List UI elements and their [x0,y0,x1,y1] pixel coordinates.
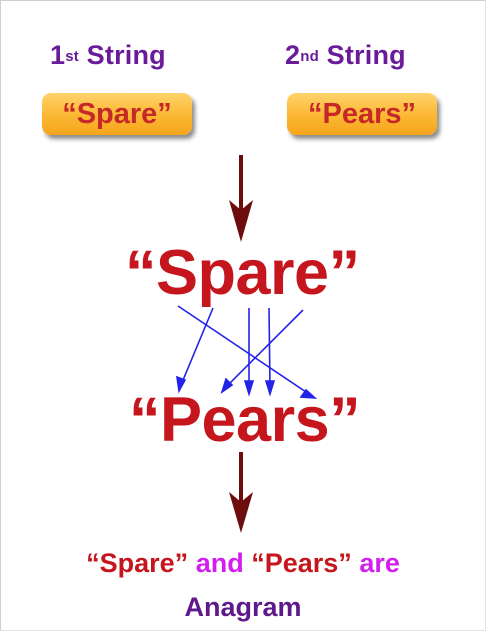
result-word-spare: “Spare” [86,548,189,578]
second-string-pill: “Pears” [287,93,437,135]
first-string-pill: “Spare” [42,93,192,135]
bottom-word-pears: “Pears” [129,385,361,455]
first-string-heading: 1st String [50,40,166,70]
first-string-value: “Spare” [62,97,172,130]
result-conclusion: Anagram [184,592,302,622]
result-and: and [195,548,244,578]
second-string-value: “Pears” [307,97,416,130]
mapping-arrow-r-icon [264,307,276,397]
result-word-pears: “Pears” [251,548,352,578]
first-string-label: String [86,40,166,70]
mapping-arrow-a-icon [243,308,255,397]
first-string-suffix: st [65,48,79,65]
mapping-arrow-p-icon [176,307,214,394]
down-arrow-icon [229,155,253,242]
second-string-label: String [326,40,406,70]
mapping-arrow-s-icon [177,305,318,399]
mapping-arrow-e-icon [220,309,304,394]
result-line: “Spare” and “Pears” are [0,548,486,579]
second-string-heading: 2nd String [285,40,406,70]
down-arrow-icon [229,452,253,533]
result-are: are [359,548,400,578]
second-string-suffix: nd [300,48,319,65]
top-word-spare: “Spare” [125,238,360,308]
